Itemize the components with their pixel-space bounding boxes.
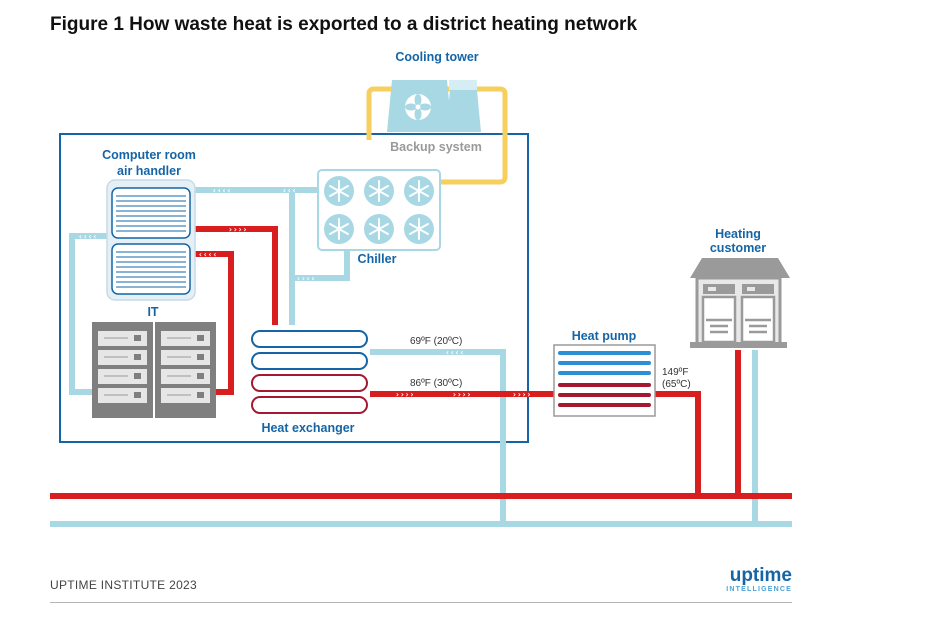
fan-icon <box>405 94 431 120</box>
svg-text:››››: ›››› <box>228 225 247 234</box>
heat-pump-label: Heat pump <box>572 329 637 343</box>
uptime-logo: uptime INTELLIGENCE <box>700 566 792 593</box>
air-handler-label-line2: air handler <box>117 164 181 178</box>
cooling-tower <box>387 80 481 132</box>
air-handler <box>106 179 196 301</box>
logo-wordmark: uptime <box>729 565 792 586</box>
backup-system-label: Backup system <box>390 140 482 154</box>
svg-text:‹‹‹‹: ‹‹‹‹ <box>198 250 217 259</box>
chiller <box>317 169 441 251</box>
svg-text:››››: ›››› <box>452 390 471 399</box>
heat-exchanger-label: Heat exchanger <box>261 421 354 435</box>
svg-text:››››: ›››› <box>512 390 531 399</box>
cold-pipes <box>50 187 792 527</box>
source-credit: UPTIME INSTITUTE 2023 <box>50 578 197 592</box>
chiller-label: Chiller <box>358 252 397 266</box>
air-handler-label-line1: Computer room <box>102 148 196 162</box>
svg-text:››››: ›››› <box>395 390 414 399</box>
cooling-tower-loop <box>366 86 508 185</box>
svg-text:‹‹‹: ‹‹‹ <box>282 186 296 195</box>
figure-title: Figure 1 How waste heat is exported to a… <box>50 14 638 35</box>
heat-pump <box>553 344 656 417</box>
logo-tagline: INTELLIGENCE <box>726 586 792 593</box>
heating-customer-label-line2: customer <box>710 241 766 255</box>
hot-pipes <box>50 226 792 499</box>
it-racks <box>92 322 216 418</box>
heat-exchanger <box>251 330 368 414</box>
footer-divider <box>50 602 792 603</box>
cold-return-temperature: 69ºF (20ºC) <box>410 336 462 347</box>
svg-text:››››: ›››› <box>296 274 315 283</box>
hot-out-temperature-f: 149ºF <box>662 367 688 378</box>
data-center-boundary <box>59 133 529 443</box>
it-label: IT <box>147 305 158 319</box>
cooling-tower-label: Cooling tower <box>395 50 478 64</box>
flow-arrows: ‹‹‹‹ ‹‹‹ ‹‹‹‹ ›››› ‹‹‹‹ ›››› ›››› ›››› ›… <box>78 186 531 399</box>
hot-out-temperature-c: (65ºC) <box>662 379 691 390</box>
warm-out-temperature: 86ºF (30ºC) <box>410 378 462 389</box>
svg-text:‹‹‹‹: ‹‹‹‹ <box>78 232 97 241</box>
heating-customer-house <box>690 258 790 348</box>
svg-text:‹‹‹‹: ‹‹‹‹ <box>212 186 231 195</box>
heating-customer-label-line1: Heating <box>715 227 761 241</box>
svg-text:‹‹‹‹: ‹‹‹‹ <box>445 348 464 357</box>
